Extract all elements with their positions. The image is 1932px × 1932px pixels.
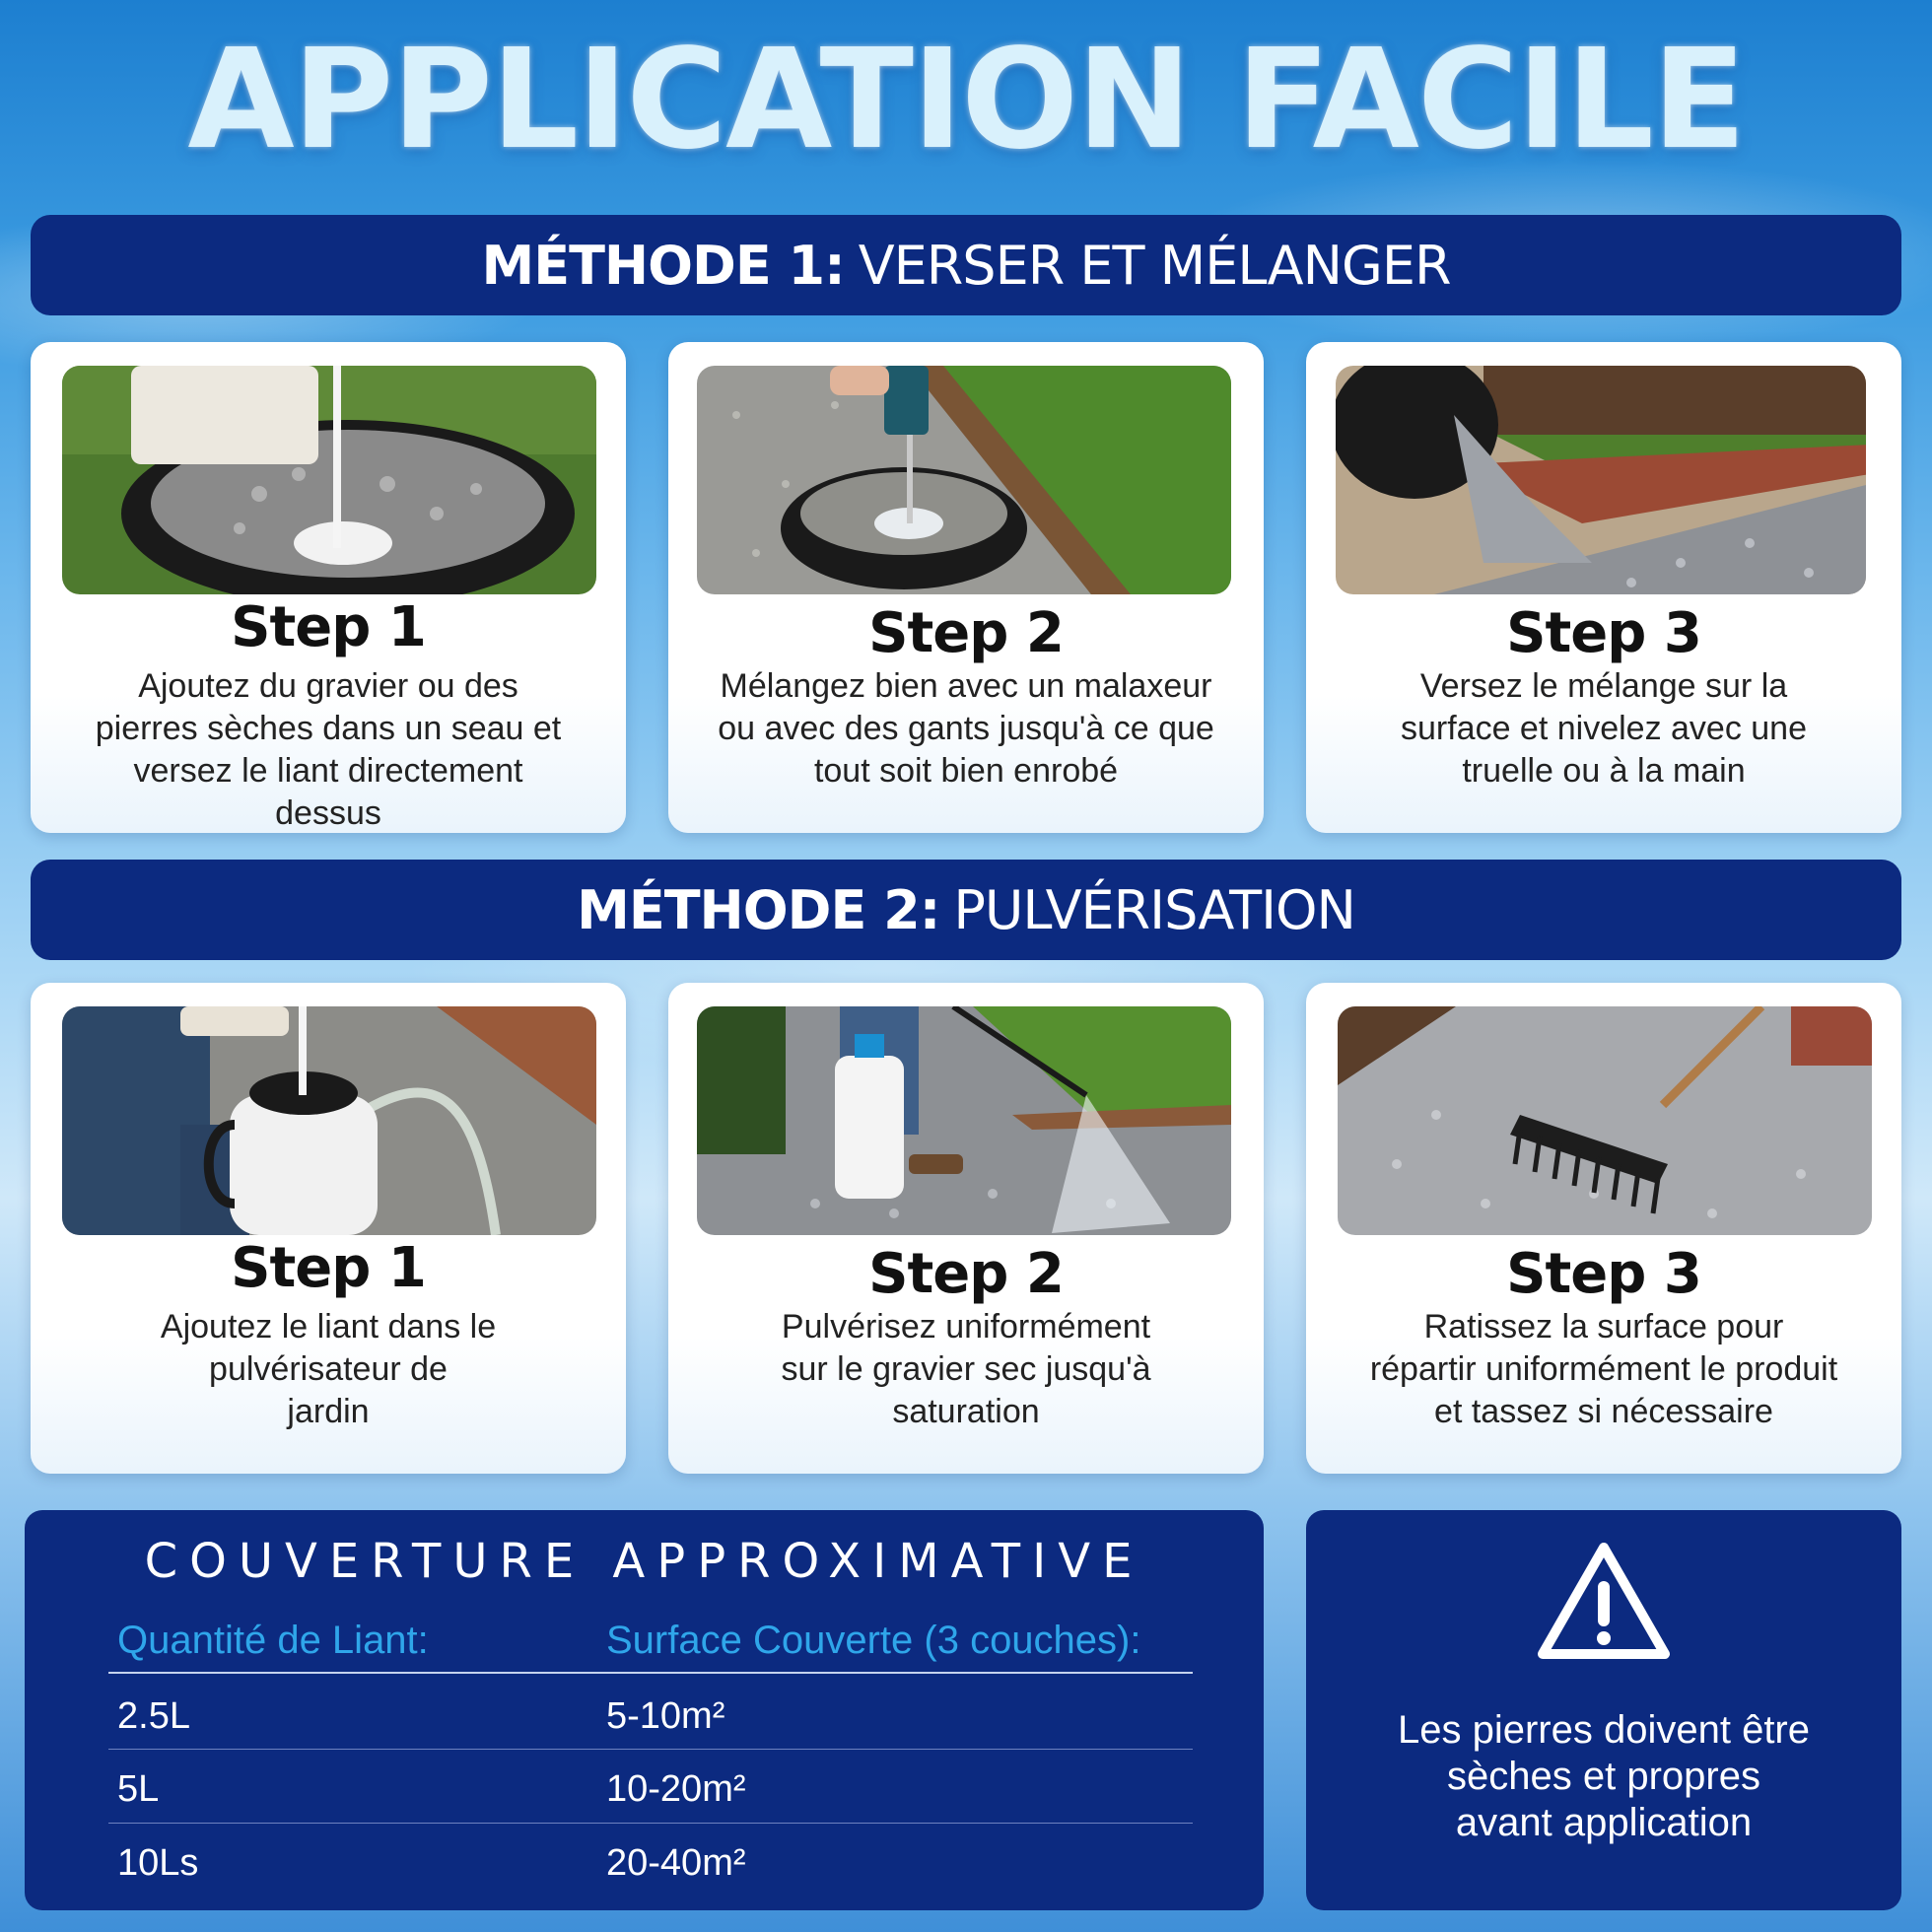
method1-banner: MÉTHODE 1: VERSER ET MÉLANGER xyxy=(31,215,1901,315)
method1-step1-card: Step 1 Ajoutez du gravier ou des pierres… xyxy=(31,342,626,833)
coverage-row-divider xyxy=(108,1823,1193,1824)
warning-panel: Les pierres doivent être sèches et propr… xyxy=(1306,1510,1901,1910)
step-description: Versez le mélange sur la surface et nive… xyxy=(1400,667,1808,790)
method2-name: PULVÉRISATION xyxy=(953,878,1356,941)
step-title: Step 2 xyxy=(868,601,1065,665)
coverage-panel: COUVERTURE APPROXIMATIVE Quantité de Lia… xyxy=(25,1510,1264,1910)
method2-step2-card: Step 2 Pulvérisez uniformément sur le gr… xyxy=(668,983,1264,1474)
coverage-row-divider xyxy=(108,1749,1193,1750)
method2-banner: MÉTHODE 2: PULVÉRISATION xyxy=(31,860,1901,960)
photo-bucket-pour xyxy=(62,366,596,594)
photo-raking-gravel xyxy=(1338,1006,1872,1235)
photo-drill-mixing xyxy=(697,366,1231,594)
method2-step3-card: Step 3 Ratissez la surface pour répartir… xyxy=(1306,983,1901,1474)
coverage-cell-surface: 10-20m² xyxy=(606,1768,746,1810)
warning-triangle-icon xyxy=(1538,1543,1670,1659)
coverage-cell-quantity: 2.5L xyxy=(117,1695,190,1737)
warning-text: Les pierres doivent être sèches et propr… xyxy=(1397,1708,1810,1844)
coverage-cell-surface: 5-10m² xyxy=(606,1695,725,1737)
method1-name: VERSER ET MÉLANGER xyxy=(858,234,1452,297)
photo-filling-sprayer xyxy=(62,1006,596,1235)
step-description: Ajoutez du gravier ou des pierres sèches… xyxy=(95,667,562,832)
step-title: Step 1 xyxy=(231,595,427,659)
coverage-header-quantity: Quantité de Liant: xyxy=(117,1619,429,1662)
coverage-cell-quantity: 10Ls xyxy=(117,1842,199,1884)
coverage-cell-surface: 20-40m² xyxy=(606,1842,746,1884)
step-description: Ajoutez le liant dans le pulvérisateur d… xyxy=(160,1308,497,1430)
photo-spraying-gravel xyxy=(697,1006,1231,1235)
method2-step1-card: Step 1 Ajoutez le liant dans le pulvéris… xyxy=(31,983,626,1474)
step-title: Step 3 xyxy=(1506,601,1702,665)
method1-label: MÉTHODE 1: xyxy=(481,234,845,297)
step-description: Pulvérisez uniformément sur le gravier s… xyxy=(781,1308,1151,1430)
method2-label: MÉTHODE 2: xyxy=(577,878,940,941)
photo-pouring-gravel xyxy=(1336,366,1866,594)
method1-step3-card: Step 3 Versez le mélange sur la surface … xyxy=(1306,342,1901,833)
coverage-cell-quantity: 5L xyxy=(117,1768,160,1810)
coverage-title: COUVERTURE APPROXIMATIVE xyxy=(144,1534,1144,1589)
step-description: Ratissez la surface pour répartir unifor… xyxy=(1369,1308,1838,1430)
step-title: Step 1 xyxy=(231,1236,427,1300)
method1-step2-card: Step 2 Mélangez bien avec un malaxeur ou… xyxy=(668,342,1264,833)
step-title: Step 3 xyxy=(1506,1242,1702,1306)
step-description: Mélangez bien avec un malaxeur ou avec d… xyxy=(718,667,1214,790)
page-title: APPLICATION FACILE xyxy=(187,20,1746,180)
coverage-divider xyxy=(108,1672,1193,1674)
step-title: Step 2 xyxy=(868,1242,1065,1306)
coverage-header-surface: Surface Couverte (3 couches): xyxy=(606,1619,1141,1662)
